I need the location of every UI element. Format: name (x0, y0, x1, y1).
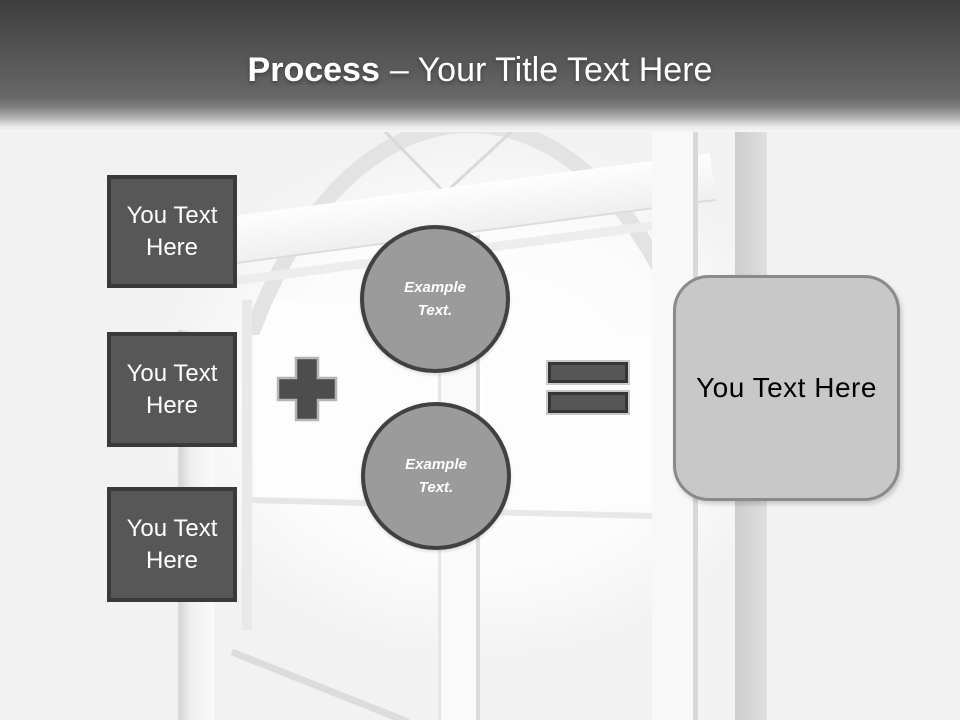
process-box-3[interactable]: You Text Here (107, 487, 237, 602)
result-box[interactable]: You Text Here (673, 275, 900, 501)
slide-title-subtitle: – Your Title Text Here (389, 51, 713, 89)
process-box-2-label: You Text Here (126, 359, 218, 419)
plus-icon (276, 356, 338, 422)
example-circle-1[interactable]: Example Text. (360, 225, 510, 373)
example-circle-2-label: Example Text. (405, 455, 467, 496)
process-box-3-label: You Text Here (126, 514, 218, 574)
result-box-label: You Text Here (696, 372, 877, 403)
process-box-1-label: You Text Here (126, 201, 218, 261)
process-box-2[interactable]: You Text Here (107, 332, 237, 447)
slide-title-keyword: Process (247, 51, 380, 89)
example-circle-1-label: Example Text. (404, 278, 466, 319)
title-band (0, 0, 960, 132)
window-jamb-edge (242, 300, 252, 630)
equals-icon (548, 392, 628, 413)
equals-icon (548, 362, 628, 383)
slide-title[interactable]: Process– Your Title Text Here (0, 51, 960, 89)
example-circle-2[interactable]: Example Text. (361, 402, 511, 550)
process-box-1[interactable]: You Text Here (107, 175, 237, 288)
